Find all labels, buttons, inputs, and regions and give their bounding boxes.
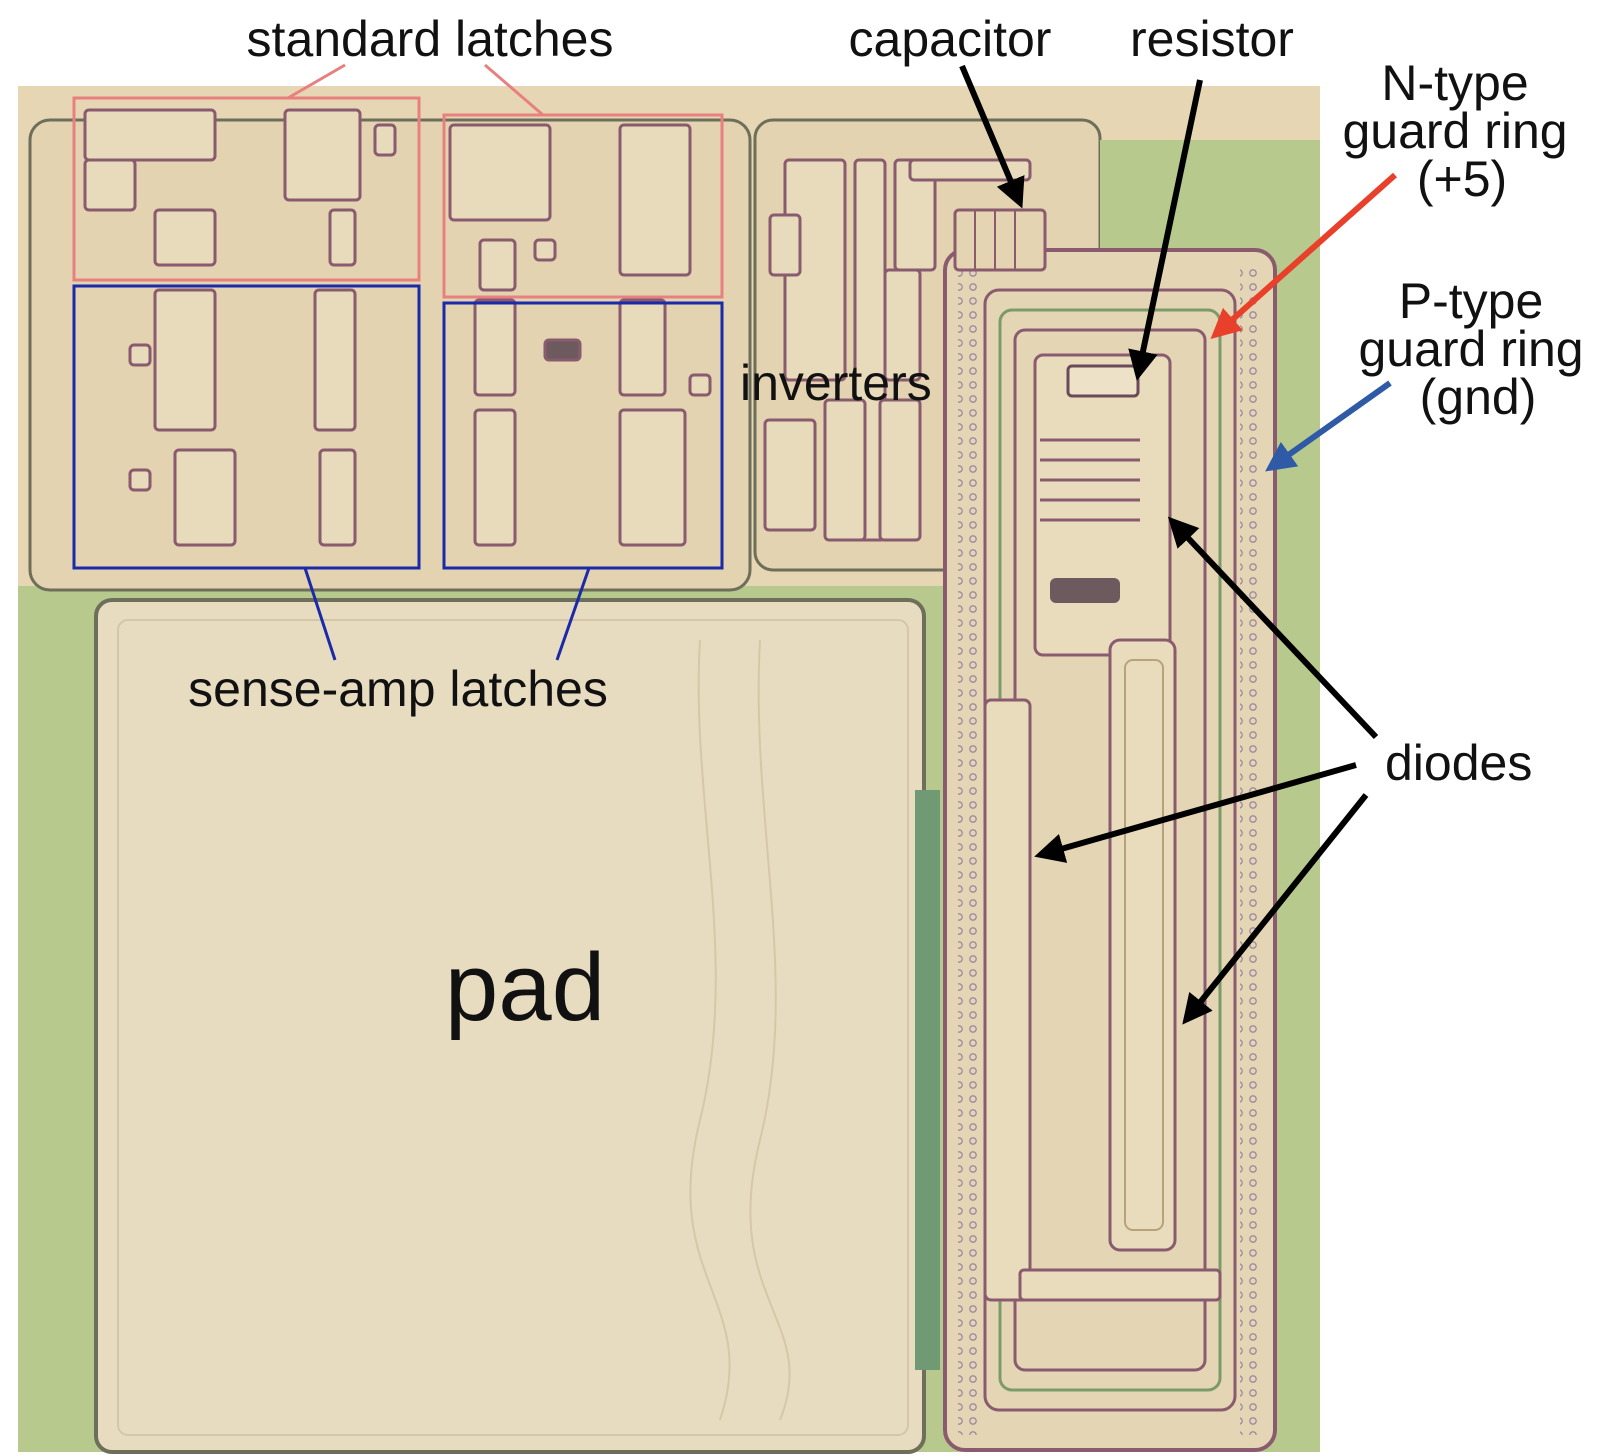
substrate-patch-right xyxy=(1100,140,1320,250)
resistor-label: resistor xyxy=(1130,11,1294,67)
n-type-guard-ring-arrow xyxy=(1210,172,1397,339)
p-type-guard-ring-arrow xyxy=(1265,380,1392,472)
capacitor-label: capacitor xyxy=(849,11,1052,67)
capacitor-arrow xyxy=(959,64,1025,209)
standard-latches-leader-1 xyxy=(287,63,346,100)
diodes-label: diodes xyxy=(1385,735,1532,791)
p-type-guard-ring-label: P-type guard ring (gnd) xyxy=(1358,273,1597,425)
sense-amp-latch-boxes xyxy=(72,284,724,570)
sense-amp-leader-2 xyxy=(555,567,591,661)
standard-latches-label: standard latches xyxy=(247,11,614,67)
inverters-label: inverters xyxy=(740,355,932,411)
standard-latch-boxes xyxy=(72,96,724,299)
diode-stripes xyxy=(1040,438,1140,522)
p-ring-contacts-outer xyxy=(958,265,978,1435)
green-strip xyxy=(915,790,940,1370)
diodes-arrow-3 xyxy=(1182,793,1369,1025)
standard-latch-box-1 xyxy=(72,96,421,282)
standard-latch-box-2 xyxy=(442,113,724,299)
sense-amp-box-1 xyxy=(72,284,421,570)
standard-latches-leader-2 xyxy=(484,63,544,117)
long-diode-strip xyxy=(1108,638,1177,1252)
left-diode-strip xyxy=(983,698,1032,1302)
pad-label: pad xyxy=(445,934,605,1041)
capacitor-shape xyxy=(953,208,1047,272)
inverter-transistors xyxy=(763,158,1032,542)
latch-transistors xyxy=(83,108,712,547)
resistor-arrow xyxy=(1128,79,1203,381)
sense-amp-latches-label: sense-amp latches xyxy=(188,661,608,717)
sense-amp-box-2 xyxy=(442,301,724,570)
n-type-guard-ring-label: N-type guard ring (+5) xyxy=(1342,55,1581,207)
p-ring-contacts-right xyxy=(1240,265,1260,1435)
sense-amp-leader-1 xyxy=(303,567,337,661)
diodes-arrow-1 xyxy=(1167,516,1379,740)
resistor-shape xyxy=(1066,364,1140,398)
diodes-arrow-2 xyxy=(1034,762,1357,863)
die-photo xyxy=(18,86,1320,1454)
